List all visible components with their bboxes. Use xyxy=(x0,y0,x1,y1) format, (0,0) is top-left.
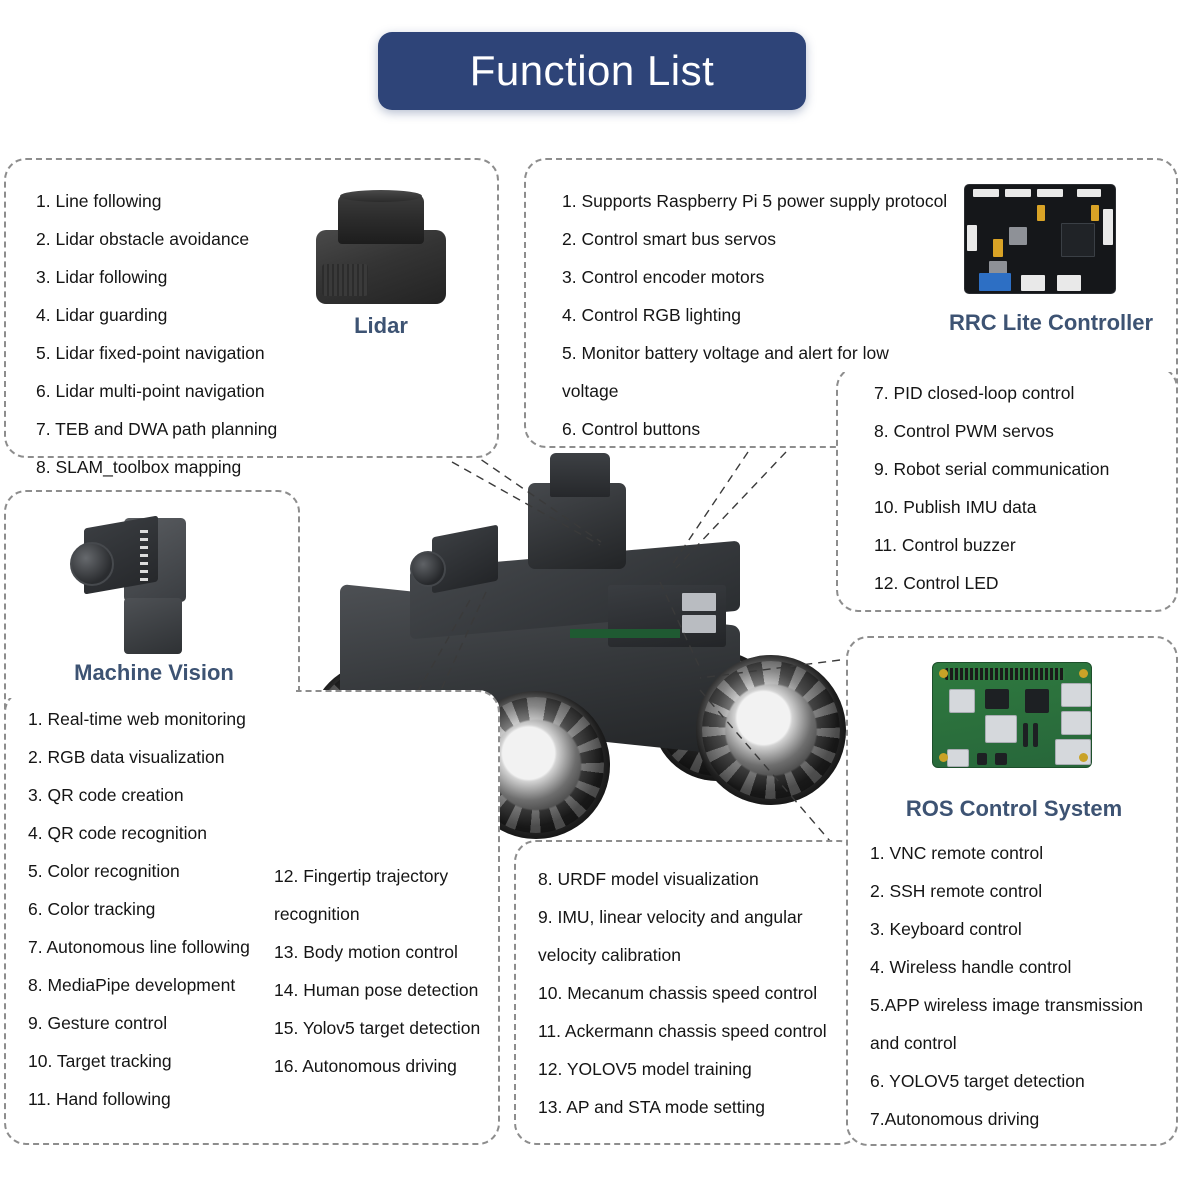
list-item: 9. IMU, linear velocity and angular velo… xyxy=(538,907,803,965)
list-item: 7. TEB and DWA path planning xyxy=(36,419,278,439)
list-item: 8. URDF model visualization xyxy=(538,869,759,889)
robot-raspberry-pi xyxy=(570,585,726,647)
machine-vision-function-list-left: 1. Real-time web monitoring 2. RGB data … xyxy=(28,700,290,1118)
list-item: 8. MediaPipe development xyxy=(28,975,236,995)
robot-camera-module xyxy=(410,524,506,603)
list-item: 2. Control smart bus servos xyxy=(562,229,776,249)
list-item: 13. AP and STA mode setting xyxy=(538,1097,766,1117)
lidar-function-list: 1. Line following 2. Lidar obstacle avoi… xyxy=(36,182,326,486)
list-item: 4. QR code recognition xyxy=(28,823,207,843)
list-item: 10. Mecanum chassis speed control xyxy=(538,983,818,1003)
machine-vision-seam-mask xyxy=(8,684,296,698)
list-item: 8. Control PWM servos xyxy=(874,421,1054,441)
list-item: 15. Yolov5 target detection xyxy=(274,1018,481,1038)
list-item: 12. Fingertip trajectory recognition xyxy=(274,866,449,924)
machine-vision-function-list-right: 12. Fingertip trajectory recognition 13.… xyxy=(274,857,496,1085)
list-item: 3. QR code creation xyxy=(28,785,184,805)
list-item: 6. Color tracking xyxy=(28,899,156,919)
card-ros: ROS Control System 1. VNC remote control… xyxy=(846,636,1178,1146)
page-title-banner: Function List xyxy=(378,32,806,110)
lidar-sensor-icon xyxy=(316,190,446,304)
controller-board-icon xyxy=(964,184,1116,294)
list-item: 10. Publish IMU data xyxy=(874,497,1037,517)
list-item: 11. Control buzzer xyxy=(874,535,1016,555)
list-item: 6. Control buttons xyxy=(562,419,701,439)
list-item: 4. Control RGB lighting xyxy=(562,305,741,325)
ros-heading: ROS Control System xyxy=(905,796,1123,821)
list-item: 1. Supports Raspberry Pi 5 power supply … xyxy=(562,191,948,211)
list-item: 16. Autonomous driving xyxy=(274,1056,457,1076)
list-item: 9. Robot serial communication xyxy=(874,459,1110,479)
list-item: 2. RGB data visualization xyxy=(28,747,225,767)
controller-function-list-right: 7. PID closed-loop control 8. Control PW… xyxy=(874,374,1174,602)
list-item: 7. Autonomous line following xyxy=(28,937,250,957)
card-center-bottom: 8. URDF model visualization 9. IMU, line… xyxy=(514,840,862,1145)
list-item: 5.APP wireless image transmission and co… xyxy=(870,995,1143,1053)
controller-function-list-left: 1. Supports Raspberry Pi 5 power supply … xyxy=(562,182,962,448)
robot-wheel-front-right xyxy=(696,655,846,805)
list-item: 4. Lidar guarding xyxy=(36,305,168,325)
card-machine-vision-body: 1. Real-time web monitoring 2. RGB data … xyxy=(4,690,500,1145)
card-lidar: 1. Line following 2. Lidar obstacle avoi… xyxy=(4,158,499,477)
camera-gimbal-icon xyxy=(66,512,236,662)
page-title: Function List xyxy=(469,47,715,94)
ros-function-list: 1. VNC remote control 2. SSH remote cont… xyxy=(870,834,1170,1138)
raspberry-pi-board-icon xyxy=(932,662,1092,768)
list-item: 11. Hand following xyxy=(28,1089,171,1109)
list-item: 3. Control encoder motors xyxy=(562,267,765,287)
card-controller-bottom: 7. PID closed-loop control 8. Control PW… xyxy=(836,366,1178,612)
list-item: 6. YOLOV5 target detection xyxy=(870,1071,1085,1091)
controller-heading: RRC Lite Controller xyxy=(948,310,1154,335)
list-item: 9. Gesture control xyxy=(28,1013,168,1033)
list-item: 14. Human pose detection xyxy=(274,980,479,1000)
center-bottom-function-list: 8. URDF model visualization 9. IMU, line… xyxy=(538,860,848,1126)
list-item: 12. Control LED xyxy=(874,573,999,593)
list-item: 2. Lidar obstacle avoidance xyxy=(36,229,250,249)
machine-vision-heading: Machine Vision xyxy=(74,660,234,685)
controller-seam-mask xyxy=(840,360,1174,372)
list-item: 5. Lidar fixed-point navigation xyxy=(36,343,265,363)
list-item: 4. Wireless handle control xyxy=(870,957,1072,977)
list-item: 3. Lidar following xyxy=(36,267,168,287)
list-item: 6. Lidar multi-point navigation xyxy=(36,381,265,401)
list-item: 3. Keyboard control xyxy=(870,919,1022,939)
list-item: 12. YOLOV5 model training xyxy=(538,1059,752,1079)
list-item: 7.Autonomous driving xyxy=(870,1109,1040,1129)
list-item: 7. PID closed-loop control xyxy=(874,383,1075,403)
list-item: 8. SLAM_toolbox mapping xyxy=(36,457,242,477)
list-item: 10. Target tracking xyxy=(28,1051,172,1071)
list-item: 1. Real-time web monitoring xyxy=(28,709,246,729)
list-item: 2. SSH remote control xyxy=(870,881,1043,901)
lidar-heading: Lidar xyxy=(354,313,408,338)
list-item: 5. Monitor battery voltage and alert for… xyxy=(562,343,889,401)
robot-lidar-module xyxy=(528,453,626,569)
list-item: 1. Line following xyxy=(36,191,162,211)
list-item: 1. VNC remote control xyxy=(870,843,1044,863)
list-item: 5. Color recognition xyxy=(28,861,180,881)
list-item: 11. Ackermann chassis speed control xyxy=(538,1021,827,1041)
list-item: 13. Body motion control xyxy=(274,942,458,962)
